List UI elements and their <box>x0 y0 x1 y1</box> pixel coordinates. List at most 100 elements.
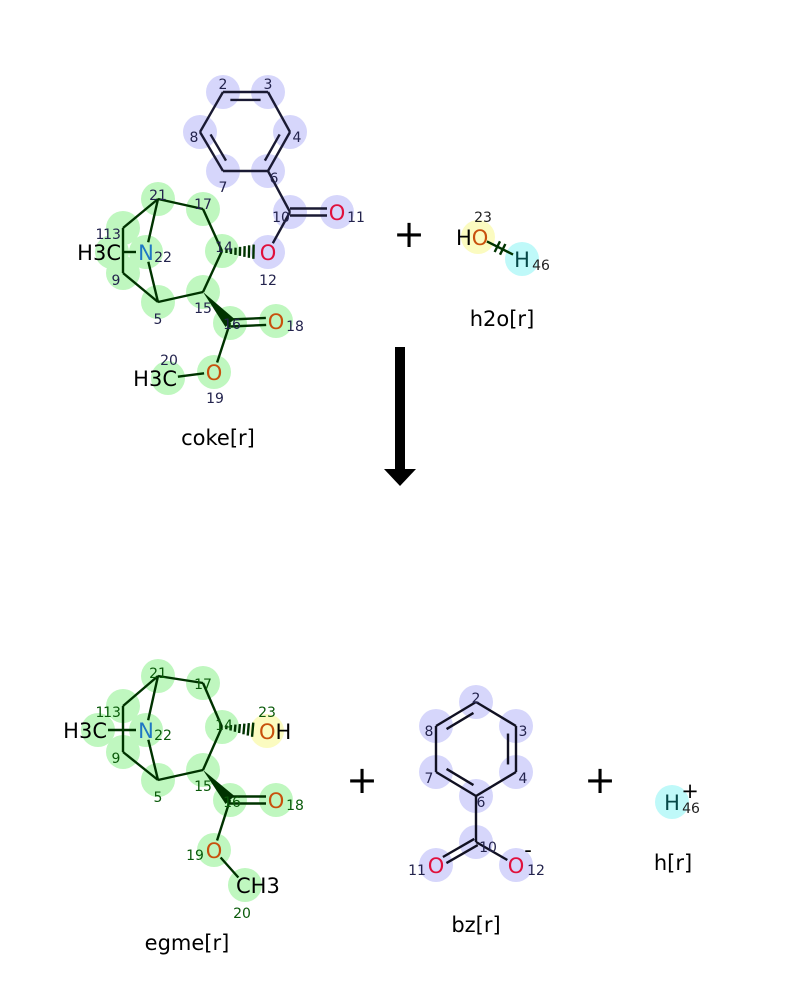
atom-number: 46 <box>682 801 700 817</box>
single-bond <box>201 726 224 771</box>
atom-number: 2 <box>472 691 481 707</box>
single-bond <box>475 770 517 798</box>
solid-wedge-bond <box>203 770 235 805</box>
bond-tick <box>493 240 502 253</box>
atom-number: 16 <box>223 795 241 811</box>
atom-number: 11 <box>408 863 426 879</box>
atom-highlight <box>151 361 185 395</box>
bonds <box>108 90 518 879</box>
atom-number: 17 <box>194 197 212 213</box>
reaction-arrow <box>384 347 416 486</box>
single-bond <box>146 675 160 721</box>
single-bond <box>177 372 205 378</box>
single-bond <box>198 131 225 172</box>
atom-label: O <box>268 310 285 334</box>
single-bond <box>475 700 517 728</box>
single-bond <box>201 250 224 293</box>
atom-highlight <box>320 195 354 229</box>
single-bond <box>147 261 160 303</box>
atom-number: 7 <box>425 771 434 787</box>
atom-highlight <box>505 242 539 276</box>
single-bond <box>435 770 477 798</box>
atom-label: HO <box>456 226 488 250</box>
atom-number: 1 <box>96 227 105 243</box>
plus-sign: + <box>346 758 378 802</box>
atom-number: 6 <box>477 795 486 811</box>
atom-label: H <box>664 791 680 815</box>
methyl-label: CH3 <box>236 874 280 898</box>
atom-number: 18 <box>286 798 304 814</box>
atom-number: 5 <box>154 312 163 328</box>
atom-number: 21 <box>149 666 167 682</box>
atom-number: 12 <box>259 273 277 289</box>
single-bond <box>122 272 159 303</box>
atom-highlight <box>95 235 129 269</box>
hashed-wedge-bond <box>250 722 255 737</box>
atom-highlight <box>129 235 163 269</box>
atom-number: 4 <box>293 130 302 146</box>
atom-highlight <box>259 783 293 817</box>
aromatic-inner-bond <box>445 711 475 731</box>
single-bond <box>157 768 204 782</box>
aromatic-inner-bond <box>209 133 228 162</box>
atom-highlight <box>81 713 115 747</box>
atom-number: 3 <box>519 724 528 740</box>
atom-label: N <box>138 241 154 265</box>
atom-number: 10 <box>479 840 497 856</box>
atom-number: 19 <box>186 848 204 864</box>
atom-number: 1 <box>96 705 105 721</box>
molecule-name-bz: bz[r] <box>451 913 500 937</box>
single-bond <box>435 700 477 728</box>
atom-number: 15 <box>194 779 212 795</box>
atom-number: 6 <box>270 171 279 187</box>
atom-number: 3 <box>264 77 273 93</box>
atom-number: 13 <box>103 705 121 721</box>
atom-label: O <box>329 201 346 225</box>
atom-number: 46 <box>532 258 550 274</box>
atom-highlight <box>499 848 533 882</box>
atom-number: 23 <box>258 705 276 721</box>
solid-wedge-bond <box>203 292 235 327</box>
single-bond <box>266 131 292 172</box>
atom-label: O <box>260 241 277 265</box>
double-bond <box>445 843 479 865</box>
aromatic-inner-bond <box>263 133 281 162</box>
atom-highlight <box>129 713 163 747</box>
atom-number: 16 <box>223 317 241 333</box>
atom-number: 23 <box>474 210 492 226</box>
single-bond <box>219 856 240 879</box>
single-bond <box>147 739 160 781</box>
single-bond <box>215 322 232 363</box>
single-bond <box>157 674 204 685</box>
atom-number: 11 <box>347 210 365 226</box>
single-bond <box>198 91 225 133</box>
atom-number: 20 <box>233 906 251 922</box>
atom-number: 13 <box>103 227 121 243</box>
atom-number: 5 <box>154 790 163 806</box>
bond-tick <box>498 243 507 256</box>
single-bond <box>266 91 292 133</box>
atom-number: 10 <box>272 210 290 226</box>
atom-label: O <box>508 854 525 878</box>
single-bond <box>122 198 159 229</box>
double-bond <box>229 316 266 321</box>
double-bond <box>442 837 475 859</box>
atom-number: 20 <box>160 353 178 369</box>
atom-highlight <box>197 355 231 389</box>
atom-number: 14 <box>215 718 233 734</box>
single-bond <box>215 799 232 841</box>
atom-label: O <box>206 361 223 385</box>
single-bond <box>147 198 160 243</box>
hashed-wedge-bond <box>237 723 242 734</box>
atom-number: 8 <box>425 724 434 740</box>
atom-highlight <box>259 304 293 338</box>
molecule-name-egme: egme[r] <box>145 931 230 955</box>
hashed-wedge-bond <box>246 723 251 736</box>
aromatic-inner-bond <box>445 767 475 787</box>
atom-number: 21 <box>149 188 167 204</box>
single-bond <box>122 675 159 707</box>
methyl-label: H3C <box>77 241 121 265</box>
single-bond <box>157 197 204 211</box>
single-bond <box>157 290 204 304</box>
